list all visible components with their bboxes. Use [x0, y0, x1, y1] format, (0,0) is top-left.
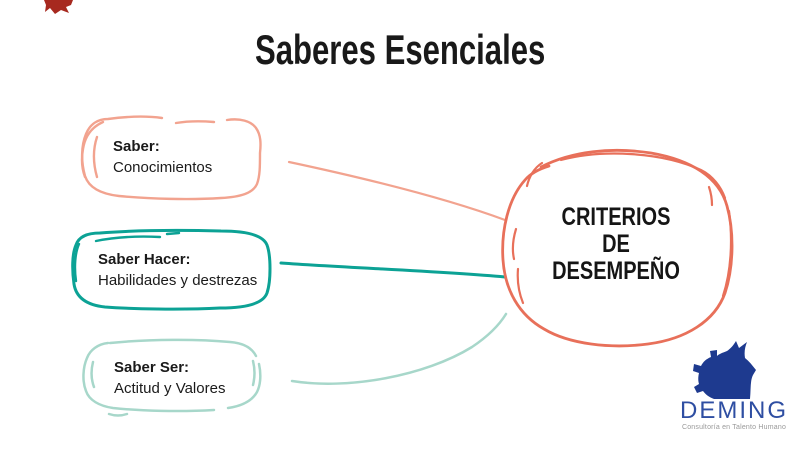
center-node-outline: [501, 148, 734, 348]
deming-knight-gear-icon: [693, 341, 756, 399]
node-saber: Saber: Conocimientos: [113, 136, 212, 178]
connector-saber-line: [287, 160, 507, 222]
node-saber-label: Saber:: [113, 138, 160, 155]
node-saber-ser-box: [82, 338, 262, 413]
corner-splat-decoration: [44, 0, 73, 14]
connector-saber-ser-line: [290, 312, 508, 385]
node-saber-accent-strokes: [80, 120, 105, 179]
node-saber-ser-accent-strokes: [90, 359, 256, 417]
deming-wordmark: DEMING: [680, 397, 788, 424]
node-saber-ser: Saber Ser: Actitud y Valores: [114, 357, 225, 399]
node-saber-ser-outline: [82, 338, 262, 417]
node-saber-hacer-box: [71, 228, 272, 311]
center-node-line2: DE: [602, 230, 630, 258]
node-saber-hacer-label: Saber Hacer:: [98, 251, 191, 268]
connector-saber-hacer-line: [279, 261, 507, 279]
slide-title-text: Saberes Esenciales: [254, 26, 546, 73]
node-saber-ser-label: Saber Ser:: [114, 359, 190, 376]
slide-title: Saberes Esenciales: [0, 26, 800, 74]
center-node-double-stroke: [559, 152, 733, 298]
center-node-line1: CRITERIOS: [561, 203, 671, 231]
node-saber-ser-sublabel: Actitud y Valores: [114, 380, 226, 397]
center-node: CRITERIOS DE DESEMPEÑO: [504, 204, 728, 285]
center-node-accent-strokes: [511, 161, 714, 305]
center-node-line3: DESEMPEÑO: [552, 257, 680, 285]
node-saber-sublabel: Conocimientos: [113, 159, 213, 176]
center-node-circle: [501, 148, 734, 348]
node-saber-hacer-outline: [71, 228, 272, 311]
node-saber-hacer-sublabel: Habilidades y destrezas: [98, 272, 258, 289]
deming-tagline: Consultoría en Talento Humano: [681, 424, 787, 431]
node-saber-outline: [80, 115, 262, 201]
node-saber-hacer-accent-strokes: [73, 231, 181, 283]
node-saber-hacer: Saber Hacer: Habilidades y destrezas: [98, 249, 257, 291]
